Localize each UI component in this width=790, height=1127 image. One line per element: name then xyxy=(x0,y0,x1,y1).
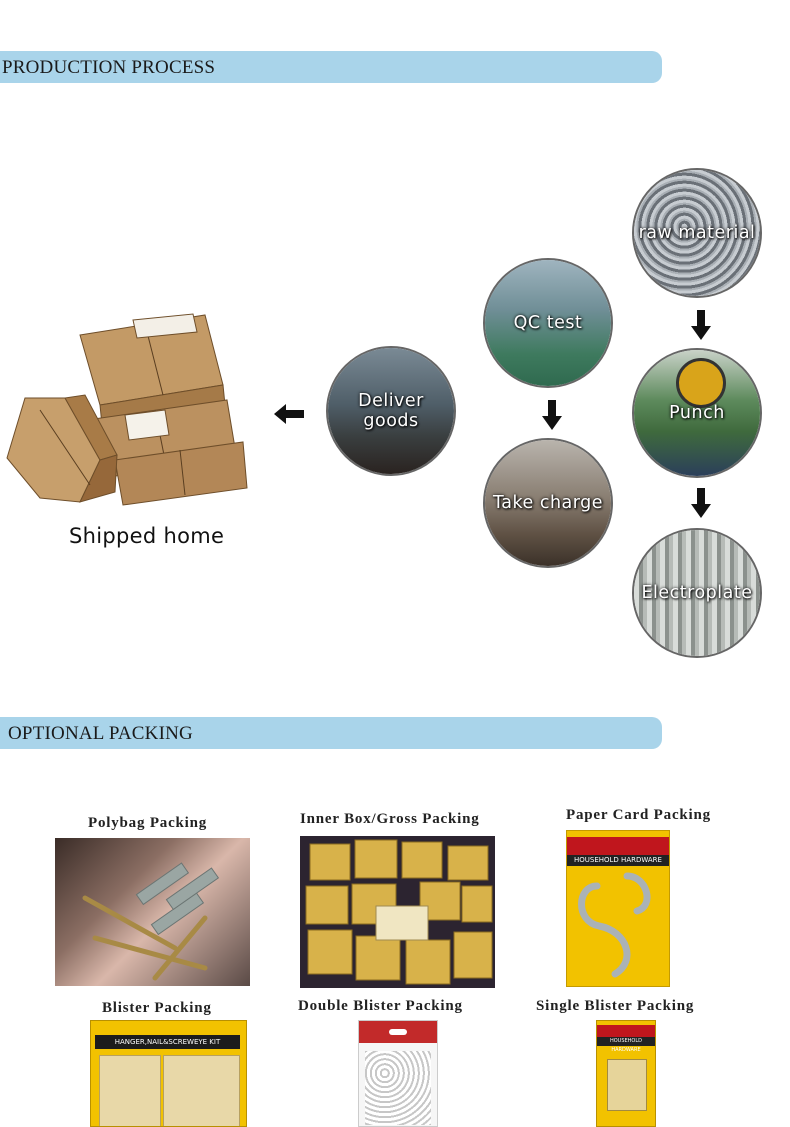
punch-label: Punch xyxy=(669,403,725,423)
punch-wheel-icon xyxy=(676,358,726,408)
paper-card-packing-image: HOUSEHOLD HARDWARE xyxy=(566,830,670,987)
double-blister-packing-title: Double Blister Packing xyxy=(298,998,463,1014)
raw-material-photo xyxy=(634,170,760,296)
deliver-goods-photo xyxy=(328,348,454,474)
electroplate-label: Electroplate xyxy=(641,583,753,603)
qc-test-label: QC test xyxy=(513,313,583,333)
arrow-down-icon xyxy=(691,488,711,518)
arrow-left-icon xyxy=(274,404,304,424)
step-punch: Punch xyxy=(632,348,762,478)
take-charge-label: Take charge xyxy=(492,493,604,513)
raw-material-label: raw material xyxy=(638,223,756,243)
electroplate-photo xyxy=(634,530,760,656)
single-blister-packing-image: HOUSEHOLD HARDWARE xyxy=(596,1020,656,1127)
production-process-banner: PRODUCTION PROCESS xyxy=(0,51,662,83)
paper-card-packing-title: Paper Card Packing xyxy=(566,807,711,823)
arrow-down-icon xyxy=(691,310,711,340)
blister-packing-title: Blister Packing xyxy=(102,1000,212,1016)
step-qc-test: QC test xyxy=(483,258,613,388)
polybag-packing-image xyxy=(55,838,250,986)
inner-box-packing-title: Inner Box/Gross Packing xyxy=(300,811,480,827)
step-electroplate: Electroplate xyxy=(632,528,762,658)
paper-card-header: HOUSEHOLD HARDWARE xyxy=(567,855,669,866)
production-process-title: PRODUCTION PROCESS xyxy=(2,57,216,78)
single-blister-packing-title: Single Blister Packing xyxy=(536,998,695,1014)
step-deliver-goods: Deliver goods xyxy=(326,346,456,476)
arrow-down-icon xyxy=(542,400,562,430)
step-raw-material: raw material xyxy=(632,168,762,298)
polybag-packing-title: Polybag Packing xyxy=(88,815,208,831)
take-charge-photo xyxy=(485,440,611,566)
step-take-charge: Take charge xyxy=(483,438,613,568)
inner-box-packing-image xyxy=(300,836,495,988)
single-blister-header: HOUSEHOLD HARDWARE xyxy=(597,1037,655,1053)
parcels-image xyxy=(6,313,248,506)
optional-packing-banner: OPTIONAL PACKING xyxy=(0,717,662,749)
qc-test-photo xyxy=(485,260,611,386)
shipped-home-label: Shipped home xyxy=(69,524,225,548)
deliver-goods-label: Deliver goods xyxy=(358,391,424,431)
double-blister-packing-image xyxy=(358,1020,438,1127)
blister-packing-image: HANGER,NAIL&SCREWEYE KIT xyxy=(90,1020,247,1127)
optional-packing-title: OPTIONAL PACKING xyxy=(8,723,193,744)
blister-header: HANGER,NAIL&SCREWEYE KIT xyxy=(95,1035,240,1049)
